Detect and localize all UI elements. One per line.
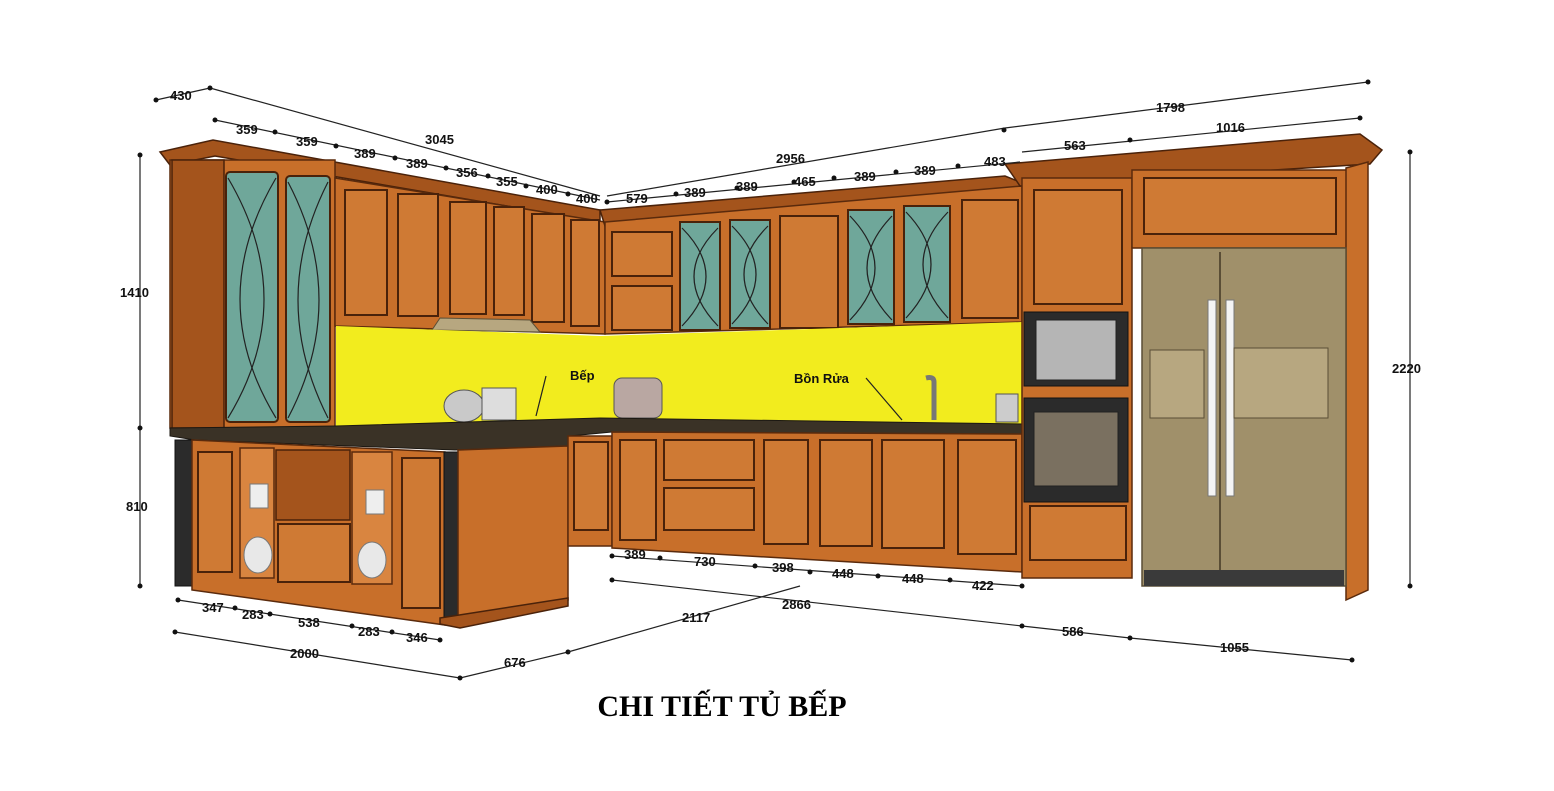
- dim-left-depth-top: 430: [170, 88, 192, 103]
- dim-island-seg-3: 538: [298, 615, 320, 630]
- utensil-holder-icon: [995, 393, 1019, 423]
- dim-middle-upper-seg-1: 579: [626, 191, 648, 206]
- label-sink: Bồn Rửa: [794, 371, 850, 386]
- middle-lower-cabinets: [611, 431, 1023, 573]
- dim-left-upper-seg-2: 359: [296, 134, 318, 149]
- fridge-surround: [1131, 161, 1369, 602]
- dim-right-lower-seg-2: 1055: [1220, 640, 1249, 655]
- dim-left-upper-run: 3045: [425, 132, 454, 147]
- dim-right-height: 2220: [1392, 361, 1421, 376]
- dim-middle-lower-seg-4: 448: [832, 566, 854, 581]
- dim-island-seg-5: 346: [406, 630, 428, 645]
- dim-middle-upper-seg-6: 389: [914, 163, 936, 178]
- dim-left-upper-seg-1: 359: [236, 122, 258, 137]
- dim-right-lower-seg-1: 586: [1062, 624, 1084, 639]
- dim-middle-lower-run: 2866: [782, 597, 811, 612]
- dim-middle-lower-seg-6: 422: [972, 578, 994, 593]
- dim-middle-lower-seg-1: 389: [624, 547, 646, 562]
- dim-left-upper-seg-3: 389: [354, 146, 376, 161]
- dim-left-lower-run: 2117: [682, 610, 710, 625]
- dim-middle-upper-seg-3: 389: [736, 179, 758, 194]
- middle-upper-cabinets: [599, 175, 1023, 335]
- page-title: CHI TIẾT TỦ BẾP: [597, 689, 846, 723]
- pot-icon: [481, 387, 517, 421]
- dim-island-depth: 676: [504, 655, 526, 670]
- dim-right-upper-seg-2: 1016: [1216, 120, 1245, 135]
- dim-left-upper-height: 1410: [120, 285, 149, 300]
- faucet-icon: [925, 375, 937, 420]
- dim-island-seg-1: 347: [202, 600, 224, 615]
- dim-middle-lower-seg-2: 730: [694, 554, 716, 569]
- label-stove: Bếp: [570, 368, 595, 383]
- dim-middle-upper-seg-4: 465: [794, 174, 816, 189]
- dim-island-seg-4: 283: [358, 624, 380, 639]
- dim-left-upper-seg-7: 400: [536, 182, 558, 197]
- backsplash: [336, 322, 1022, 428]
- dim-left-lower-height: 810: [126, 499, 148, 514]
- dim-left-upper-seg-6: 355: [496, 174, 518, 189]
- rice-cooker-icon: [613, 377, 663, 419]
- island-cabinet: [174, 439, 569, 629]
- dim-right-upper-seg-1: 563: [1064, 138, 1086, 153]
- dim-middle-upper-seg-7: 483: [984, 154, 1006, 169]
- dim-left-upper-seg-4: 389: [406, 156, 428, 171]
- dim-middle-lower-seg-5: 448: [902, 571, 924, 586]
- dim-middle-upper-run: 2956: [776, 151, 805, 166]
- countertop: [169, 417, 1023, 451]
- dimension-lines: [137, 79, 1413, 681]
- oven-tower: [1003, 133, 1384, 579]
- countertop-items: [443, 375, 1019, 423]
- refrigerator: [1141, 247, 1347, 587]
- kettle-icon: [443, 389, 485, 423]
- dim-island-width: 2000: [290, 646, 319, 661]
- dim-left-upper-seg-8: 400: [576, 191, 598, 206]
- dim-right-upper-run: 1798: [1156, 100, 1185, 115]
- corner-lower-cabinet: [567, 435, 613, 547]
- dim-middle-upper-seg-5: 389: [854, 169, 876, 184]
- dimension-labels: 430 3045 359 359 389 389 356 355 400 400…: [120, 88, 1421, 670]
- dim-island-seg-2: 283: [242, 607, 264, 622]
- dim-middle-lower-seg-3: 398: [772, 560, 794, 575]
- dim-left-upper-seg-5: 356: [456, 165, 478, 180]
- dim-middle-upper-seg-2: 389: [684, 185, 706, 200]
